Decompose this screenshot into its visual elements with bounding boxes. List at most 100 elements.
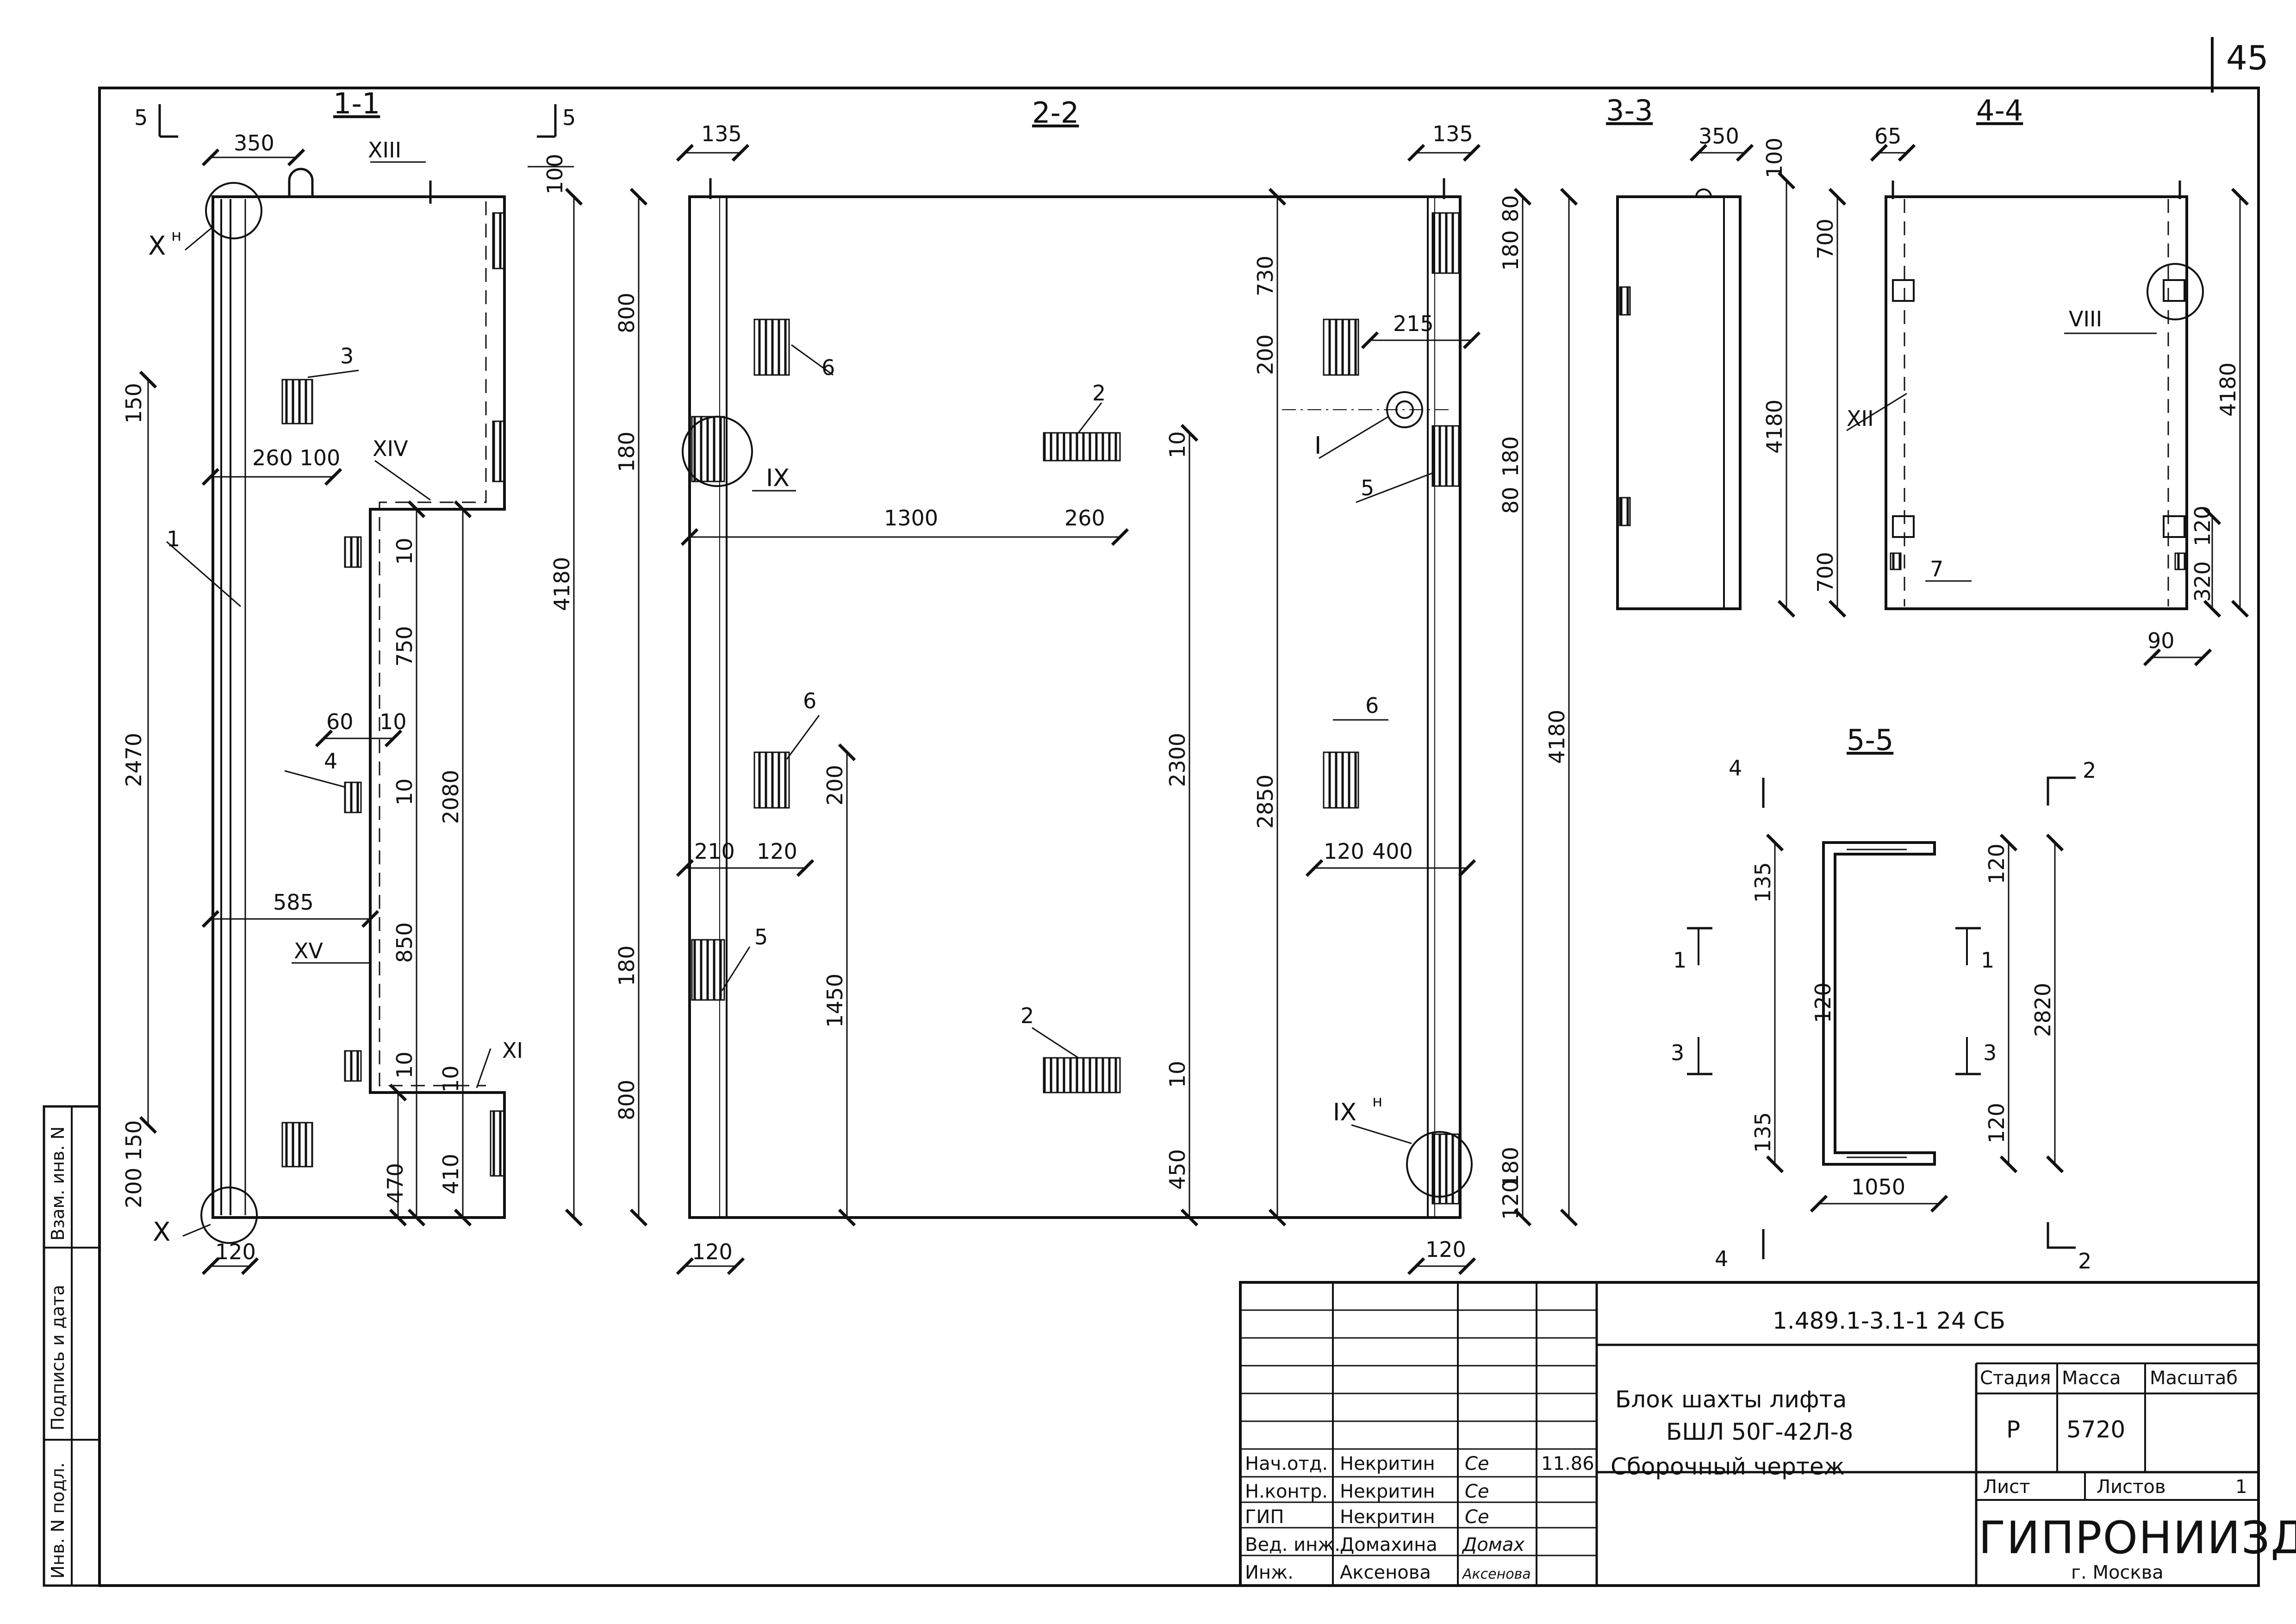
- row-4-role: Вед. инж.: [1245, 1534, 1340, 1555]
- section-4-4: 4-4 65 700 700 4180 120 320 90 VIII XII …: [1813, 94, 2249, 667]
- dim-2-2-120-bottom-left: 120: [692, 1239, 733, 1264]
- callout-6-top: 6: [821, 355, 835, 380]
- callout-XV: XV: [294, 938, 324, 963]
- dim-2-2-180-right-bottom: 180: [1498, 1147, 1523, 1187]
- cut-mark-1-left: 1: [1673, 948, 1686, 973]
- callout-IX: IX: [766, 464, 790, 492]
- dim-2-2-260: 260: [1064, 506, 1105, 531]
- callout-VIII: VIII: [2069, 306, 2102, 331]
- page-number: 45: [2226, 38, 2269, 77]
- section-title-3-3: 3-3: [1606, 94, 1653, 127]
- section-title-4-4: 4-4: [1976, 94, 2023, 127]
- row-4-sign: Домах: [1462, 1534, 1524, 1555]
- dim-2-2-1300: 1300: [884, 506, 938, 531]
- sheets-value: 1: [2235, 1476, 2247, 1498]
- dim-1-1-10d: 10: [392, 1051, 417, 1079]
- organization-name: ГИПРОНИИЗДРАВ: [1979, 1512, 2296, 1564]
- dim-2-2-120-left: 120: [757, 839, 797, 864]
- callout-7: 7: [1930, 556, 1943, 581]
- dim-2-2-180-top: 180: [614, 431, 639, 472]
- dim-1-1-585: 585: [273, 890, 314, 915]
- cut-mark-5-right: 5: [562, 105, 576, 130]
- strip-label-signature: Подпись и дата: [48, 1285, 68, 1430]
- callout-6-right: 6: [1365, 693, 1379, 718]
- dim-2-2-80-mid: 80: [1498, 487, 1523, 514]
- dim-1-1-100: 100: [542, 154, 567, 194]
- dim-2-2-4180: 4180: [1544, 710, 1569, 764]
- row-1-role: Нач.отд.: [1245, 1453, 1328, 1474]
- sheet-label: Лист: [1983, 1476, 2030, 1498]
- dim-5-5-1050: 1050: [1851, 1174, 1905, 1199]
- section-5-5: 5-5 4 4 2 2 1 1 3 3 135 135 120 120 2820…: [1671, 723, 2096, 1274]
- dim-2-2-120-right: 120: [1324, 839, 1364, 864]
- title-line-2: БШЛ 50Г-42Л-8: [1666, 1418, 1854, 1445]
- dim-1-1-850: 850: [392, 922, 417, 963]
- dim-4-4-320: 320: [2190, 561, 2215, 602]
- row-3-sign: Се: [1465, 1506, 1489, 1528]
- dim-2-2-180-right-mid: 180: [1498, 436, 1523, 477]
- callout-XIII: XIII: [368, 137, 401, 162]
- dim-2-2-10-top: 10: [1165, 431, 1190, 458]
- dim-4-4-4180: 4180: [2215, 362, 2240, 417]
- dim-2-2-80-top: 80: [1498, 195, 1523, 222]
- dim-4-4-700-top: 700: [1813, 219, 1838, 259]
- dim-2-2-2300: 2300: [1165, 733, 1190, 787]
- callout-6-mid: 6: [803, 688, 816, 713]
- left-strip: Инв. N подл. Подпись и дата Взам. инв. N: [43, 1105, 101, 1587]
- callout-2-bottom: 2: [1020, 1003, 1034, 1028]
- row-3-role: ГИП: [1245, 1506, 1284, 1528]
- cut-mark-4-top: 4: [1729, 756, 1742, 781]
- section-2-2: 2-2 135 135 800 180 180 800: [614, 96, 1578, 1275]
- dim-1-1-150: 150: [121, 383, 146, 424]
- dim-1-1-10c: 10: [392, 778, 417, 806]
- sheet-frame: [98, 87, 2260, 1587]
- callout-IX-h-sup: н: [1372, 1092, 1382, 1111]
- approval-date: 11.86: [1541, 1453, 1594, 1474]
- callout-3: 3: [340, 344, 354, 369]
- cut-mark-2-top: 2: [2083, 758, 2096, 783]
- dim-2-2-2850: 2850: [1253, 775, 1278, 829]
- row-4-name: Домахина: [1340, 1534, 1437, 1555]
- row-1-sign: Се: [1465, 1453, 1489, 1474]
- doc-code: 1.489.1-3.1-1 24 СБ: [1773, 1307, 2005, 1334]
- cut-mark-3-right: 3: [1983, 1040, 1997, 1065]
- dim-4-4-120: 120: [2190, 506, 2215, 546]
- dim-1-1-120: 120: [215, 1239, 256, 1264]
- cut-mark-3-left: 3: [1671, 1040, 1684, 1065]
- row-3-name: Некритин: [1340, 1506, 1435, 1528]
- mass-value: 5720: [2066, 1416, 2125, 1443]
- dim-1-1-2080: 2080: [438, 770, 463, 824]
- row-2-role: Н.контр.: [1245, 1481, 1328, 1502]
- dim-4-4-90: 90: [2147, 628, 2175, 653]
- dim-1-1-750: 750: [392, 626, 417, 667]
- dim-1-1-10b: 10: [392, 537, 417, 565]
- title-line-3: Сборочный чертеж: [1611, 1453, 1845, 1480]
- dim-3-3-100: 100: [1762, 137, 1787, 178]
- cut-mark-4-bottom: 4: [1715, 1246, 1728, 1271]
- dim-2-2-135-left: 135: [701, 121, 742, 146]
- scale-label: Масштаб: [2150, 1368, 2238, 1389]
- section-title-2-2: 2-2: [1032, 96, 1079, 130]
- row-2-sign: Се: [1465, 1481, 1489, 1502]
- dim-5-5-120-top: 120: [1984, 843, 2009, 884]
- row-5-name: Аксенова: [1340, 1562, 1431, 1583]
- dim-2-2-135-right: 135: [1432, 121, 1473, 146]
- dim-2-2-215: 215: [1393, 311, 1434, 336]
- callout-XI: XI: [502, 1038, 523, 1063]
- row-5-sign: Аксенова: [1462, 1566, 1531, 1582]
- callout-IX-h: IX: [1333, 1099, 1356, 1126]
- callout-X-h: X: [148, 231, 166, 261]
- mass-label: Масса: [2062, 1368, 2121, 1389]
- title-line-1: Блок шахты лифта: [1615, 1386, 1847, 1413]
- dim-2-2-10-bottom: 10: [1165, 1061, 1190, 1088]
- dim-2-2-1450: 1450: [822, 974, 847, 1028]
- callout-X-h-sup: н: [171, 226, 181, 245]
- cut-mark-2-bottom: 2: [2078, 1249, 2091, 1274]
- row-2-name: Некритин: [1340, 1481, 1435, 1502]
- callout-2-top: 2: [1092, 381, 1106, 406]
- dim-1-1-2470: 2470: [121, 733, 146, 787]
- section-title-1-1: 1-1: [333, 87, 380, 120]
- dim-2-2-730: 730: [1253, 256, 1278, 296]
- dim-1-1-60: 60: [326, 709, 354, 734]
